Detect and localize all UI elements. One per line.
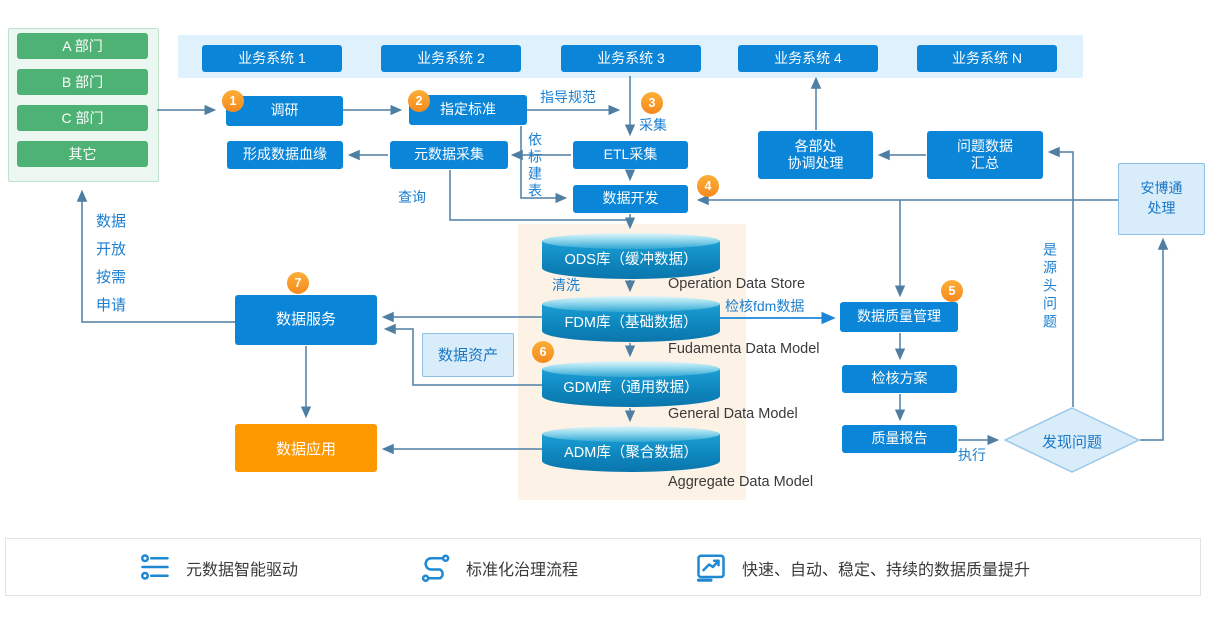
anbotong-handle-node: 安博通处理: [1118, 163, 1205, 235]
data-quality-mgmt-node: 数据质量管理: [840, 302, 958, 332]
step-badge-1: 1: [222, 90, 244, 112]
business-system-n: 业务系统 N: [917, 45, 1057, 72]
metadata-collect-node: 元数据采集: [390, 141, 508, 169]
legend-item-3-label: 快速、自动、稳定、持续的数据质量提升: [742, 562, 1031, 579]
trend-chart-icon: [696, 554, 725, 582]
legend-bar: [5, 538, 1201, 596]
department-box-b: B 部门: [17, 69, 148, 95]
system-label: 业务系统 4: [774, 49, 842, 66]
department-box-other: 其它: [17, 141, 148, 167]
node-label: 指定标准: [440, 101, 496, 118]
business-system-1: 业务系统 1: [202, 45, 342, 72]
step-badge-2: 2: [408, 90, 430, 112]
data-dev-node: 数据开发: [573, 185, 688, 213]
node-label: 调研: [270, 102, 299, 119]
data-app-node: 数据应用: [235, 424, 377, 472]
issue-data-summary-node: 问题数据汇总: [927, 131, 1043, 179]
quality-report-node: 质量报告: [842, 425, 957, 453]
department-label: A 部门: [62, 38, 103, 54]
etl-collect-node: ETL采集: [573, 141, 688, 169]
step-badge-4: 4: [697, 175, 719, 197]
step-badge-3: 3: [641, 92, 663, 114]
check-fdm-label: 检核fdm数据: [725, 298, 805, 314]
node-label: 元数据采集: [414, 146, 484, 163]
adm-db-cylinder: ADM库（聚合数据）: [542, 426, 720, 472]
system-label: 业务系统 1: [238, 49, 306, 66]
cylinder-label: GDM库（通用数据）: [563, 380, 699, 396]
cylinder-label: ODS库（缓冲数据）: [564, 252, 698, 268]
node-label: 处理: [1147, 200, 1176, 216]
data-service-node: 数据服务: [235, 295, 377, 345]
node-label: 数据应用: [275, 440, 336, 458]
business-system-3: 业务系统 3: [561, 45, 701, 72]
node-label: 发现问题: [1041, 434, 1102, 451]
execute-label: 执行: [958, 447, 986, 463]
data-open-request-label: 数据开放按需申请: [96, 213, 127, 314]
flow-route-icon: [421, 554, 450, 582]
data-lineage-node: 形成数据血缘: [227, 141, 343, 169]
business-system-2: 业务系统 2: [381, 45, 521, 72]
department-box-a: A 部门: [17, 33, 148, 59]
node-label: 安博通: [1140, 180, 1183, 197]
legend-item-2-label: 标准化治理流程: [466, 562, 579, 579]
system-label: 业务系统 3: [597, 49, 665, 66]
step-badge-7: 7: [287, 272, 309, 294]
build-table-label: 依标建表: [527, 132, 543, 200]
adm-english-label: Aggregate Data Model: [668, 474, 814, 490]
node-label: 各部处: [794, 137, 837, 154]
step-badge-5: 5: [941, 280, 963, 302]
department-label: C 部门: [61, 110, 104, 126]
node-label: 数据资产: [437, 346, 498, 364]
department-box-c: C 部门: [17, 105, 148, 131]
clean-label: 清洗: [552, 277, 580, 293]
node-label: ETL采集: [603, 146, 658, 163]
fdm-english-label: Fudamenta Data Model: [668, 341, 820, 357]
node-label: 质量报告: [871, 430, 928, 447]
node-label: 形成数据血缘: [243, 146, 327, 163]
department-label: 其它: [68, 146, 97, 162]
query-label: 查询: [398, 189, 426, 205]
source-issue-label: 是源头问题: [1042, 242, 1058, 332]
check-plan-node: 检核方案: [842, 365, 957, 393]
gdm-db-cylinder: GDM库（通用数据）: [542, 361, 720, 407]
node-label: 数据质量管理: [857, 308, 941, 325]
node-label: 检核方案: [871, 370, 928, 387]
node-label: 数据开发: [602, 190, 659, 207]
step-badge-6: 6: [532, 341, 554, 363]
fdm-db-cylinder: FDM库（基础数据）: [542, 296, 720, 342]
legend-item-1-label: 元数据智能驱动: [186, 562, 299, 579]
metadata-list-icon: [140, 554, 169, 580]
node-label: 问题数据: [957, 137, 1013, 154]
node-label: 协调处理: [787, 155, 844, 171]
business-system-4: 业务系统 4: [738, 45, 878, 72]
found-issue-decision: 发现问题: [1005, 431, 1139, 452]
node-label: 数据服务: [275, 310, 336, 328]
system-label: 业务系统 N: [952, 49, 1022, 66]
cylinder-label: ADM库（聚合数据）: [564, 445, 698, 461]
system-label: 业务系统 2: [417, 49, 485, 66]
gdm-english-label: General Data Model: [668, 406, 798, 422]
dept-coordination-node: 各部处协调处理: [758, 131, 873, 179]
cylinder-label: FDM库（基础数据）: [564, 315, 698, 331]
department-label: B 部门: [61, 74, 104, 90]
ods-db-cylinder: ODS库（缓冲数据）: [542, 233, 720, 279]
guide-spec-label: 指导规范: [540, 89, 596, 105]
ods-english-label: Operation Data Store: [668, 276, 806, 292]
node-label: 汇总: [971, 155, 999, 171]
collect-label: 采集: [639, 117, 667, 133]
survey-node: 调研: [226, 96, 343, 126]
data-asset-node: 数据资产: [422, 333, 514, 377]
